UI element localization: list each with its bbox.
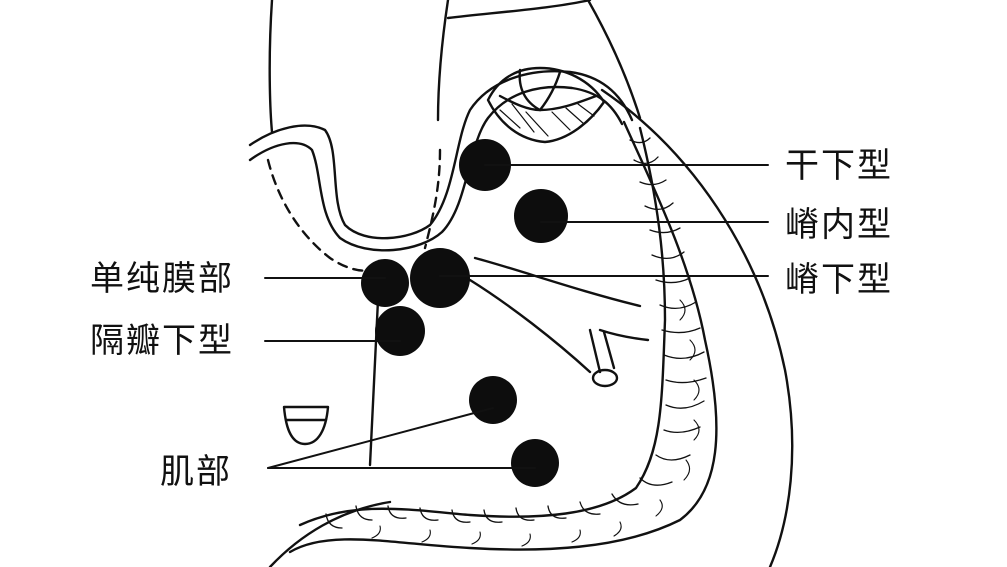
label-ji-xia: 嵴下型 <box>785 260 893 300</box>
vessel-line-left <box>268 0 274 134</box>
papillary-tip <box>588 328 616 374</box>
label-ji-nei: 嵴内型 <box>785 205 893 245</box>
label-ji-bu: 肌部 <box>160 452 232 492</box>
right-ventricle-outer-wall <box>600 88 794 567</box>
muscle-band-texture-2 <box>371 299 700 547</box>
dot-ji-bu-lower <box>511 439 559 487</box>
valve-cusp-line-2 <box>538 70 562 112</box>
label-dan-chun-mo-bu: 单纯膜部 <box>90 259 234 299</box>
vessel-line-right <box>586 0 642 120</box>
inner-lower-contour <box>268 500 392 567</box>
aorta-contour-inner <box>248 70 634 240</box>
septal-band-upper <box>473 256 642 308</box>
muscle-band-outer <box>288 120 718 554</box>
crista-dashed-outline <box>423 148 442 250</box>
dot-ji-bu-upper <box>469 376 517 424</box>
dot-ge-ban-xia <box>375 306 425 356</box>
valve-hatch <box>499 103 595 137</box>
valve-cusp-line-1 <box>518 68 542 112</box>
vessel-line-mid <box>436 0 450 122</box>
leader-ji-bu-upper <box>267 407 494 469</box>
muscle-band-texture <box>325 137 707 529</box>
muscle-band-inner <box>298 126 667 527</box>
valve-cusp-line-3 <box>498 94 598 112</box>
cup-shape <box>282 405 330 446</box>
aorta-contour-outer <box>248 85 624 252</box>
vessel-line-top <box>446 0 592 20</box>
dot-ji-nei <box>514 189 568 243</box>
label-ge-ban-xia: 隔瓣下型 <box>90 321 234 361</box>
dot-ji-xia <box>410 248 470 308</box>
membranous-dashed-outline <box>266 158 374 272</box>
septal-band-lower <box>468 278 592 374</box>
dot-dan-chun-mo-bu <box>361 259 409 307</box>
septum-line <box>368 298 380 467</box>
papillary-muscle-upper <box>598 328 650 342</box>
papillary-muscle-end <box>591 368 619 388</box>
pulmonary-valve <box>486 66 606 144</box>
label-gan-xia: 干下型 <box>785 146 893 186</box>
